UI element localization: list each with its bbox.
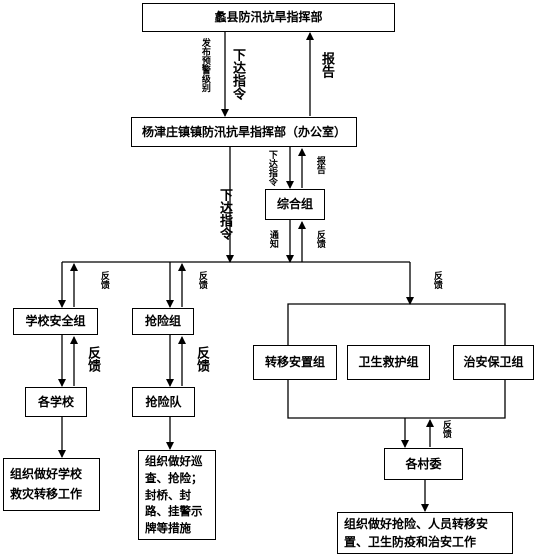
general-group-box: 综合组 — [265, 189, 325, 220]
relocation-group-box: 转移安置组 — [253, 345, 337, 380]
village-committees-box: 各村委 — [384, 448, 463, 480]
health-rescue-group-box: 卫生救护组 — [347, 345, 430, 380]
label-report-general: 报告 — [314, 156, 325, 174]
label-feedback-villages: 反馈 — [440, 420, 451, 438]
label-issue-order-general: 下达指令 — [266, 150, 277, 186]
rescue-group-box: 抢险组 — [132, 308, 194, 335]
label-feedback-rescue-team: 反馈 — [193, 346, 209, 372]
security-group-box: 治安保卫组 — [453, 345, 534, 380]
label-notify: 通知 — [267, 230, 278, 248]
label-feedback-school-group: 反馈 — [98, 271, 109, 289]
label-issue-order-main: 下达指令 — [216, 188, 232, 240]
town-hq-box: 杨津庄镇镇防汛抗旱指挥部（办公室） — [131, 117, 357, 147]
label-feedback-right-branch: 反馈 — [431, 271, 442, 289]
school-safety-group-box: 学校安全组 — [13, 308, 98, 335]
schools-box: 各学校 — [25, 387, 87, 417]
label-feedback-rescue-group: 反馈 — [196, 271, 207, 289]
label-report-top: 报告 — [318, 52, 334, 78]
village-task-box: 组织做好抢险、人员转移安置、卫生防疫和治安工作 — [337, 512, 513, 554]
school-task-box: 组织做好学校救灾转移工作 — [3, 458, 100, 511]
rescue-team-box: 抢险队 — [132, 387, 195, 417]
lower-bracket — [287, 380, 506, 419]
label-issue-warning: 发布预警级别 — [199, 38, 210, 92]
rescue-task-box: 组织做好巡查、抢险；封桥、封路、挂警示牌等措施 — [138, 450, 216, 540]
county-hq-box: 蠡县防汛抗旱指挥部 — [142, 3, 395, 32]
label-feedback-general: 反馈 — [314, 230, 325, 248]
label-issue-order-top: 下达指令 — [229, 48, 245, 100]
right-branch-bracket — [287, 303, 506, 345]
label-feedback-schools: 反馈 — [84, 346, 100, 372]
